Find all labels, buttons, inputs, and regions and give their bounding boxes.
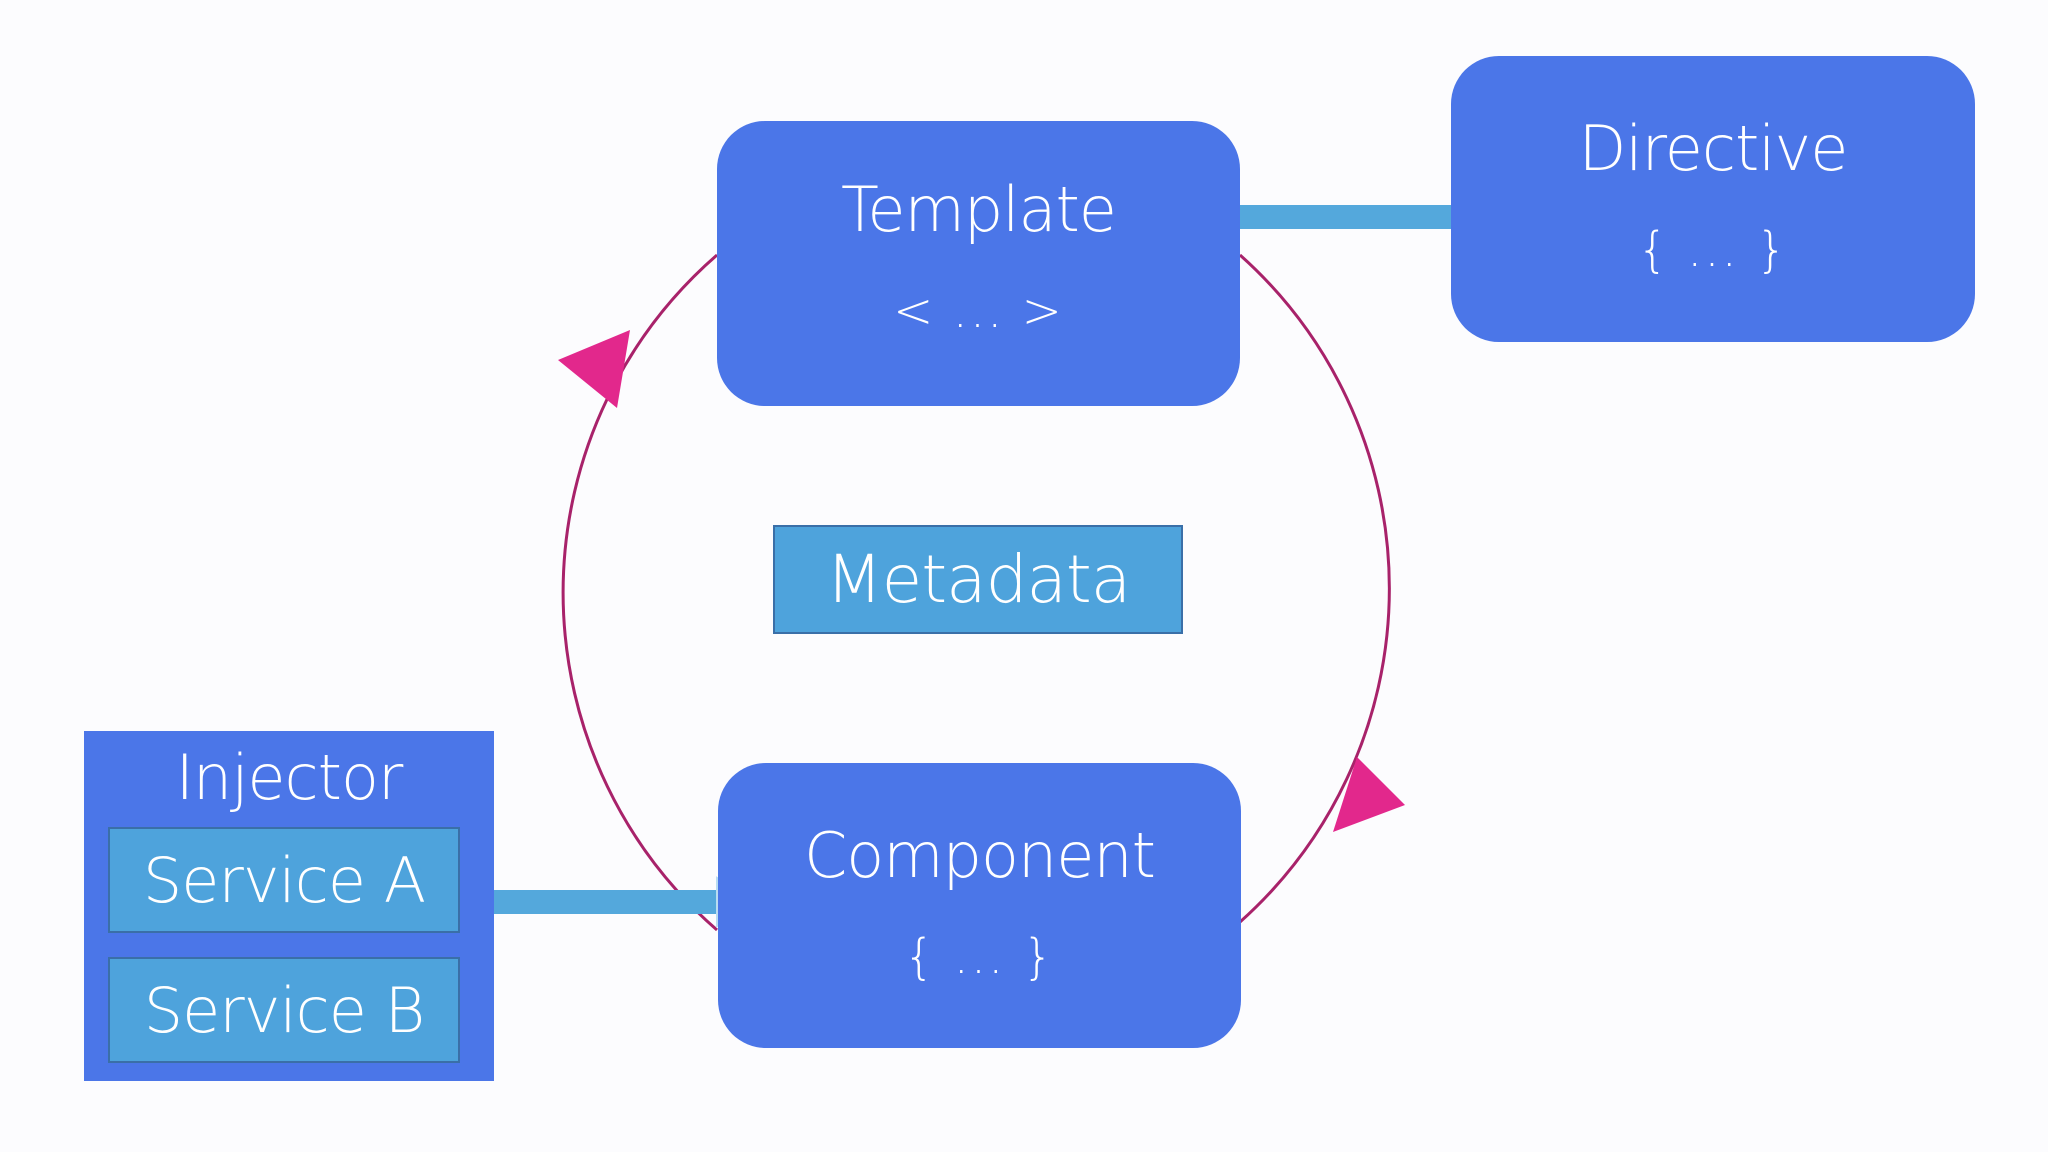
injector-box: Injector Service A Service B	[84, 731, 494, 1081]
directive-to-template-arrow-icon	[1179, 190, 1451, 244]
service-a-label: Service A	[142, 843, 426, 917]
service-a-box: Service A	[108, 827, 460, 933]
component-code: { ... }	[903, 929, 1056, 985]
service-b-label: Service B	[143, 973, 425, 1047]
template-node: Template < ... >	[717, 121, 1240, 406]
metadata-label: Metadata	[825, 541, 1132, 618]
injector-to-component-arrow-icon	[483, 876, 753, 928]
service-b-box: Service B	[108, 957, 460, 1063]
metadata-box: Metadata	[773, 525, 1183, 634]
template-title: Template	[841, 173, 1117, 246]
directive-title: Directive	[1578, 112, 1849, 185]
cycle-arc-left	[561, 253, 718, 932]
component-title: Component	[804, 819, 1156, 892]
cycle-arrowhead-down-icon	[1333, 757, 1405, 832]
cycle-arrowhead-up-icon	[558, 330, 630, 408]
template-code: < ... >	[893, 283, 1064, 339]
cycle-arc-right	[1239, 253, 1391, 924]
directive-node: Directive { ... }	[1451, 56, 1975, 342]
injector-title: Injector	[175, 741, 404, 814]
component-node: Component { ... }	[718, 763, 1241, 1048]
directive-code: { ... }	[1637, 222, 1789, 278]
